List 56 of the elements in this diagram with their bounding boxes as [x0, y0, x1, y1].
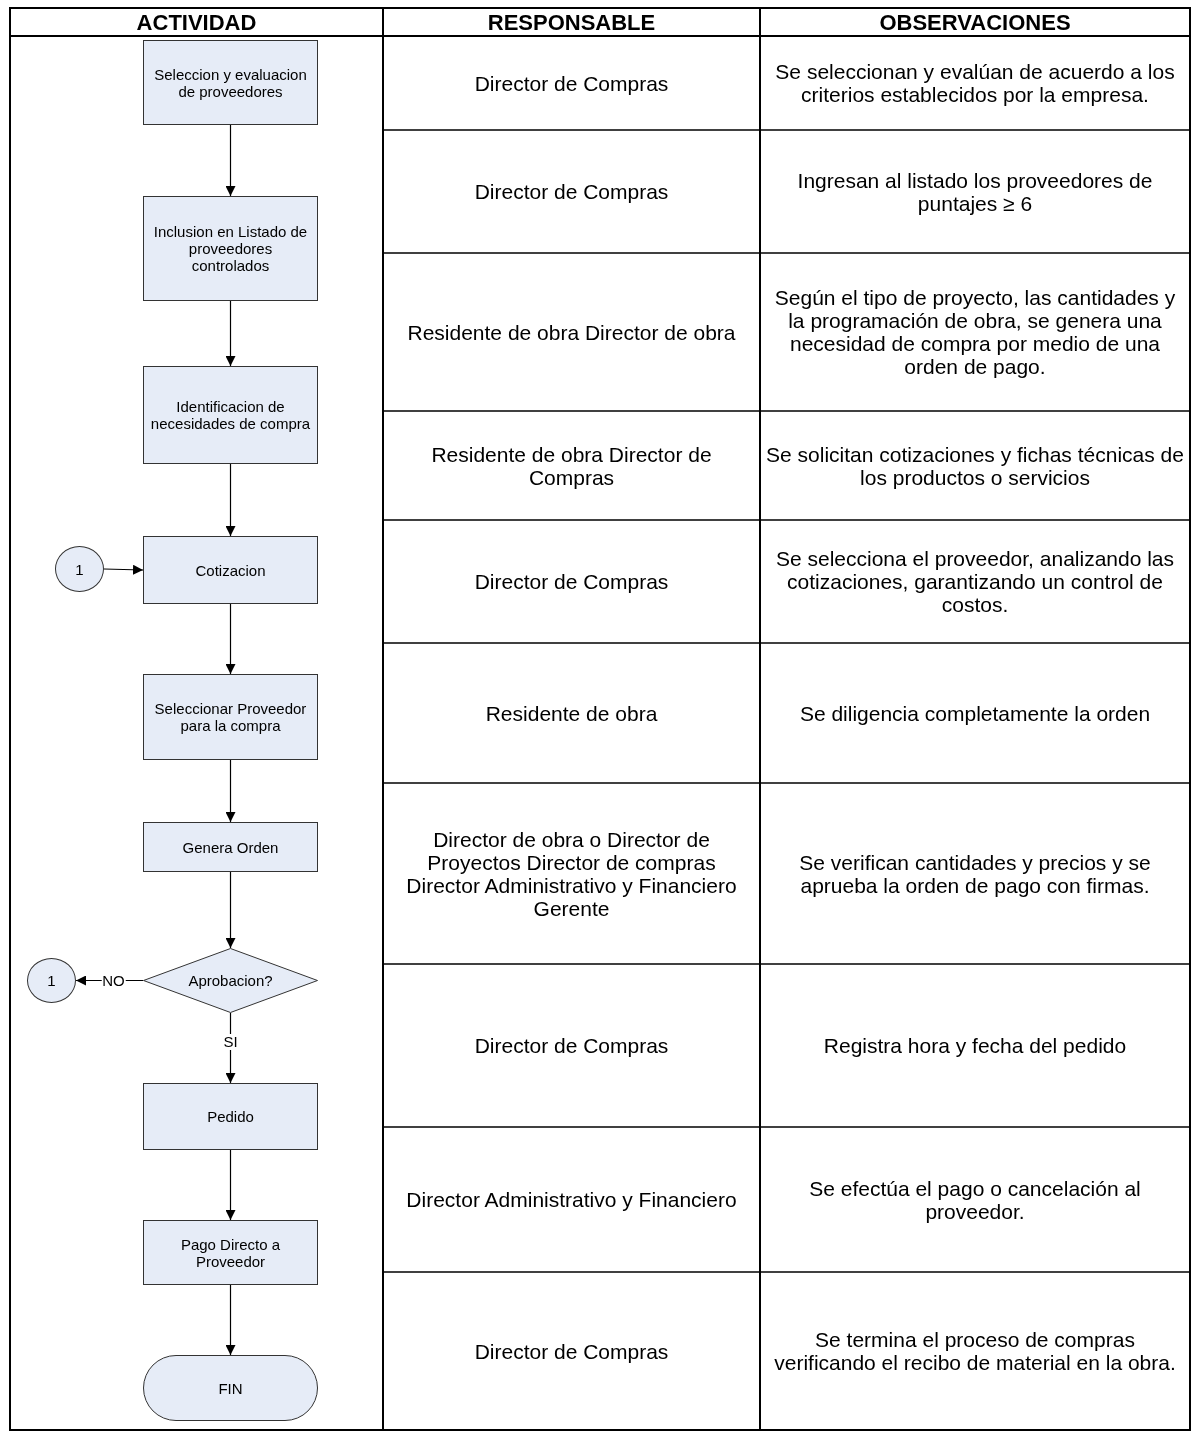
- connector-circle: [55, 546, 104, 592]
- arrow: [225, 300, 236, 367]
- node-text: Inclusion en Listado de proveedores controlados: [152, 223, 309, 274]
- node-text: Pedido: [206, 1108, 255, 1125]
- node-text: 1: [74, 560, 85, 578]
- responsible-text: Director de Compras: [474, 1034, 669, 1057]
- observation-text: Se efectúa el pago o cancelación al proveedor.: [808, 1176, 1142, 1223]
- process-box: [143, 1083, 318, 1150]
- arrow: [103, 564, 144, 575]
- edge-label: SI: [222, 1034, 239, 1050]
- node-text: Cotizacion: [194, 561, 267, 579]
- observation-text: Se seleccionan y evalúan de acuerdo a los criterios establecidos por la empresa.: [774, 60, 1176, 106]
- observation-text: Se selecciona el proveedor, analizando las cotizaciones, garantizando un control de costos.: [774, 547, 1176, 616]
- observation-text: Se solicitan cotizaciones y fichas técnicas de los productos o servicios: [766, 442, 1184, 489]
- process-box: [143, 536, 318, 604]
- process-box: [143, 1220, 318, 1285]
- responsible-text: Director de obra o Director de Proyectos Director de compras Director Administrativo y Financiero Gerente: [405, 827, 738, 920]
- column-header: ACTIVIDAD: [136, 10, 257, 34]
- node-text: Seleccionar Proveedor para la compra: [153, 700, 308, 734]
- process-box: [143, 40, 318, 125]
- arrow: [225, 124, 236, 197]
- observation-text: Se diligencia completamente la orden: [799, 701, 1151, 725]
- node-text: Pago Directo a Proveedor: [179, 1235, 282, 1270]
- process-box: [143, 674, 318, 760]
- column-header: RESPONSABLE: [487, 10, 656, 34]
- decision-diamond: [143, 948, 318, 1013]
- observation-text: Se verifican cantidades y precios y se aprueba la orden de pago con firmas.: [798, 850, 1152, 897]
- node-text: Genera Orden: [181, 838, 280, 856]
- responsible-text: Director de Compras: [474, 1339, 669, 1363]
- arrow: [225, 871, 236, 949]
- node-text: Seleccion y evaluacion de proveedores: [153, 65, 308, 100]
- responsible-text: Director Administrativo y Financiero: [406, 1188, 737, 1211]
- responsible-text: Director de Compras: [474, 180, 669, 203]
- arrow: [225, 1149, 236, 1221]
- process-box: [143, 196, 318, 301]
- responsible-text: Residente de obra Director de Compras: [430, 442, 713, 489]
- node-text: FIN: [217, 1379, 244, 1397]
- responsible-text: Residente de obra Director de obra: [407, 320, 736, 344]
- connector-circle: [27, 958, 76, 1003]
- responsible-text: Residente de obra: [485, 701, 658, 725]
- column-header: OBSERVACIONES: [879, 10, 1071, 34]
- arrow: [225, 603, 236, 675]
- process-box: [143, 822, 318, 872]
- observation-text: Ingresan al listado los proveedores de puntajes ≥ 6: [796, 168, 1154, 215]
- responsible-text: Director de Compras: [474, 71, 669, 95]
- observation-text: Se termina el proceso de compras verificando el recibo de material en la obra.: [773, 1328, 1177, 1374]
- node-text: 1: [46, 972, 57, 989]
- arrow: [225, 1284, 236, 1356]
- node-text: Identificacion de necesidades de compra: [149, 398, 312, 432]
- observation-text: Según el tipo de proyecto, las cantidades y la programación de obra, se genera una necesidad de compra por medio de una orden de pago.: [773, 286, 1177, 378]
- node-text: Aprobacion?: [187, 972, 274, 989]
- arrow: [225, 759, 236, 823]
- arrow: [225, 463, 236, 537]
- observation-text: Registra hora y fecha del pedido: [823, 1034, 1127, 1057]
- process-box: [143, 366, 318, 464]
- responsible-text: Director de Compras: [474, 570, 669, 593]
